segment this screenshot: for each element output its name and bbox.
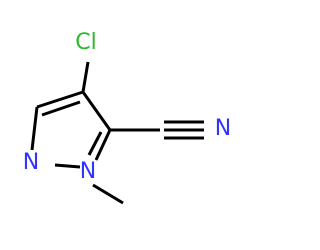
bond-c5-n1 (94, 129, 112, 161)
bond-n2-c3 (30, 106, 39, 151)
bond-n1-n2 (54, 163, 81, 169)
bond-c3-c4 (36, 90, 84, 109)
atom-label-chlorine: Cl (75, 30, 96, 55)
atom-label-nitrogen-ring-left: N (23, 150, 39, 175)
atom-label-nitrogen-nitrile: N (215, 116, 231, 141)
structure-svg: Cl N N N (23, 30, 231, 205)
bond-c4-c5 (81, 91, 112, 131)
bond-n1-methyl (92, 183, 124, 205)
bond-c4-cl (81, 61, 90, 93)
atom-label-nitrogen-ring-bottom: N (80, 159, 96, 184)
bond-c3-c4-inner (41, 100, 81, 117)
bond-c5-n1-inner (87, 131, 103, 156)
molecule-structure-diagram: Cl N N N (23, 30, 231, 205)
